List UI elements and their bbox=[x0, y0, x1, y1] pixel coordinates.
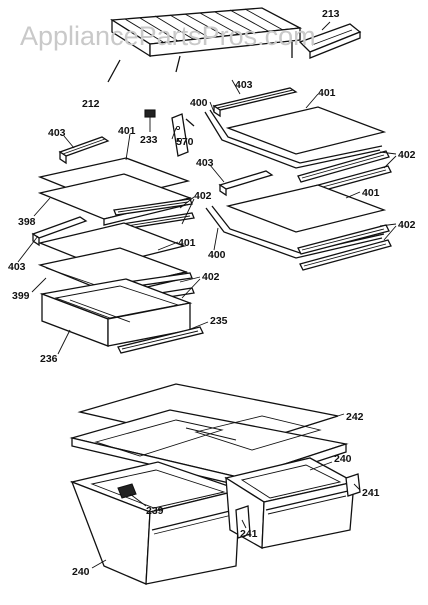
crisper-pan-240-left bbox=[69, 461, 243, 585]
callout-400-lower: 400 bbox=[208, 249, 226, 261]
callout-233: 233 bbox=[140, 134, 158, 146]
callout-239: 239 bbox=[146, 505, 164, 517]
callout-241-right: 241 bbox=[362, 487, 380, 499]
callout-401-right-upper: 401 bbox=[318, 87, 336, 99]
callout-241-left: 241 bbox=[240, 528, 258, 540]
shelf-rail-403-right-top bbox=[212, 87, 298, 118]
callout-398: 398 bbox=[18, 216, 36, 228]
callout-399: 399 bbox=[12, 290, 30, 302]
callout-402-left-upper: 402 bbox=[194, 190, 212, 202]
watermark-text: AppliancePartsPros.com bbox=[20, 21, 316, 51]
callout-402-right-upper: 402 bbox=[398, 149, 416, 161]
glass-shelf-401-right-lower bbox=[225, 184, 387, 233]
callout-240-right: 240 bbox=[334, 453, 352, 465]
glass-shelf-401-right-upper bbox=[225, 106, 387, 155]
crisper-pan-240-right bbox=[224, 457, 356, 550]
clip-239 bbox=[117, 483, 137, 499]
trim-402-right-lower bbox=[297, 224, 392, 271]
callout-402-left-lower: 402 bbox=[202, 271, 220, 283]
wire-shelf-212 bbox=[107, 7, 303, 83]
callout-212: 212 bbox=[82, 98, 100, 110]
leader-lines bbox=[17, 79, 397, 569]
callout-403-left-top: 403 bbox=[48, 127, 66, 139]
callout-242: 242 bbox=[346, 411, 364, 423]
callout-240-left: 240 bbox=[72, 566, 90, 578]
callout-401-left-top: 401 bbox=[118, 125, 136, 137]
callout-401-right-lower: 401 bbox=[362, 187, 380, 199]
bracket-213 bbox=[298, 21, 362, 59]
callout-403-right-mid: 403 bbox=[196, 157, 214, 169]
callout-236: 236 bbox=[40, 353, 58, 365]
callout-213: 213 bbox=[322, 8, 340, 20]
callout-400-upper: 400 bbox=[190, 97, 208, 109]
shelf-rail-403-left-top bbox=[58, 136, 110, 165]
callout-403-left-mid: 403 bbox=[8, 261, 26, 273]
side-support-400-upper bbox=[204, 109, 383, 169]
drawer-trim-235 bbox=[117, 326, 204, 354]
callout-401-left-mid: 401 bbox=[178, 237, 196, 249]
crisper-drawer-236 bbox=[39, 278, 193, 347]
callout-labels: 212 213 233 570 403 401 402 398 401 403 … bbox=[8, 8, 416, 578]
callout-402-right-lower: 402 bbox=[398, 219, 416, 231]
callout-570: 570 bbox=[176, 136, 194, 148]
hardware-233-570 bbox=[144, 109, 195, 157]
callout-235: 235 bbox=[210, 315, 228, 327]
handle-241-right bbox=[345, 473, 361, 497]
shelf-rail-403-right-mid bbox=[218, 170, 274, 197]
callout-403-right-top: 403 bbox=[235, 79, 253, 91]
